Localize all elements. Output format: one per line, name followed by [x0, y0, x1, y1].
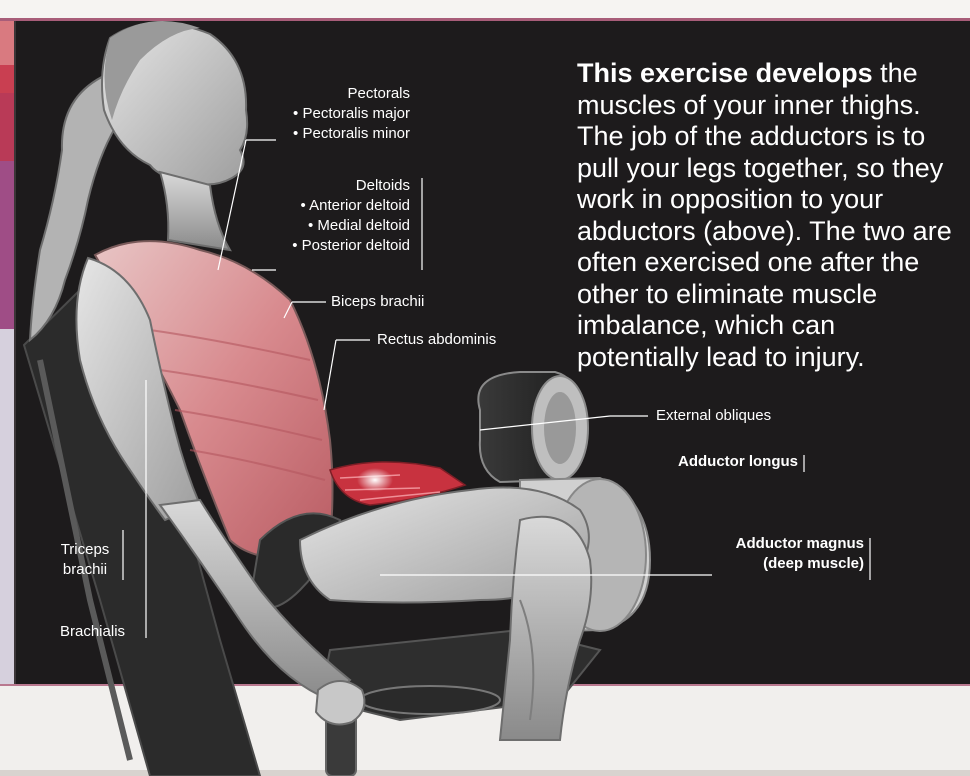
description-lead: This exercise develops — [577, 58, 873, 88]
label-anterior-deltoid: • Anterior deltoid — [262, 196, 410, 216]
label-triceps-line1: Triceps — [52, 540, 118, 560]
label-rectus-abdominis: Rectus abdominis — [377, 330, 496, 350]
label-medial-deltoid: • Medial deltoid — [262, 216, 410, 236]
label-adductor-magnus-name: Adductor magnus — [690, 534, 864, 554]
label-pectoralis-major: • Pectoralis major — [270, 104, 410, 124]
hand — [316, 681, 364, 724]
label-external-obliques: External obliques — [656, 406, 771, 426]
label-deltoids-title: Deltoids — [262, 176, 410, 196]
label-triceps-brachii: Triceps brachii — [52, 540, 118, 580]
exercise-description: This exercise develops the muscles of yo… — [577, 58, 952, 373]
label-triceps-line2: brachii — [52, 560, 118, 580]
label-adductor-magnus: Adductor magnus (deep muscle) — [690, 534, 864, 574]
label-biceps-brachii: Biceps brachii — [331, 292, 424, 312]
label-pectorals-title: Pectorals — [270, 84, 410, 104]
label-pectoralis-minor: • Pectoralis minor — [270, 124, 410, 144]
description-body: the muscles of your inner thighs. The jo… — [577, 58, 952, 372]
label-deltoids: Deltoids • Anterior deltoid • Medial del… — [262, 176, 410, 256]
label-pectorals: Pectorals • Pectoralis major • Pectorali… — [270, 84, 410, 144]
label-adductor-longus: Adductor longus — [640, 452, 798, 472]
label-adductor-magnus-note: (deep muscle) — [690, 554, 864, 574]
label-posterior-deltoid: • Posterior deltoid — [262, 236, 410, 256]
label-brachialis: Brachialis — [60, 622, 125, 642]
